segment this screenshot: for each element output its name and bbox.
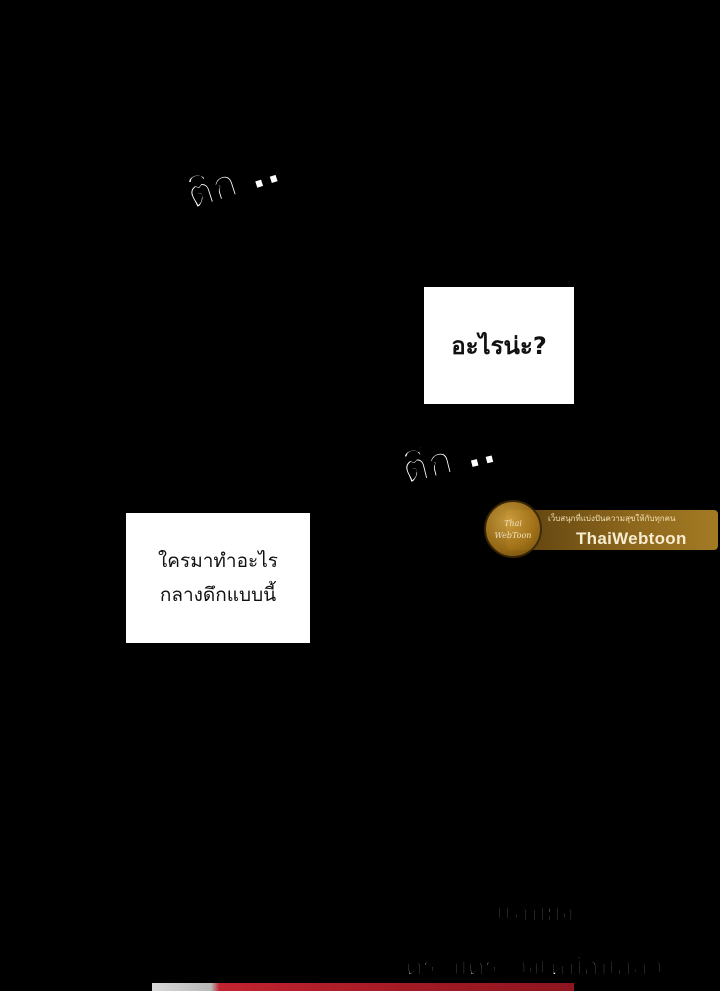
watermark-logo-text-bottom: WebToon	[495, 531, 532, 540]
narration-caption-1: แถมยัง	[496, 898, 575, 929]
watermark-tagline: เว็บสนุกที่แบ่งปันความสุขให้กับทุกคน	[548, 514, 676, 523]
speech-bubble-what: อะไรน่ะ?	[424, 287, 574, 404]
watermark-logo-text-top: Thai	[504, 519, 522, 528]
watermark-logo-mark: Thai WebToon	[495, 519, 532, 540]
speech-bubble-text: อะไรน่ะ?	[451, 332, 547, 360]
sound-effect-knock-2: ตึก ..	[397, 426, 501, 494]
speech-bubble-line-1: ใครมาทำอะไร	[158, 550, 278, 572]
sound-effect-knock-1: ตึก ..	[181, 145, 286, 219]
narration-caption-2: ดูระมัดระวังเหมือนกลัว	[405, 952, 663, 983]
speech-bubble-line-2: กลางดึกแบบนี้	[159, 584, 277, 606]
speech-bubble-who: ใครมาทำอะไร กลางดึกแบบนี้	[126, 513, 310, 643]
watermark-brand: ThaiWebtoon	[576, 529, 687, 548]
next-panel-edge	[152, 983, 574, 991]
watermark: Thai WebToon เว็บสนุกที่แบ่งปันความสุขให…	[476, 500, 718, 562]
watermark-logo-icon: Thai WebToon	[484, 500, 542, 558]
